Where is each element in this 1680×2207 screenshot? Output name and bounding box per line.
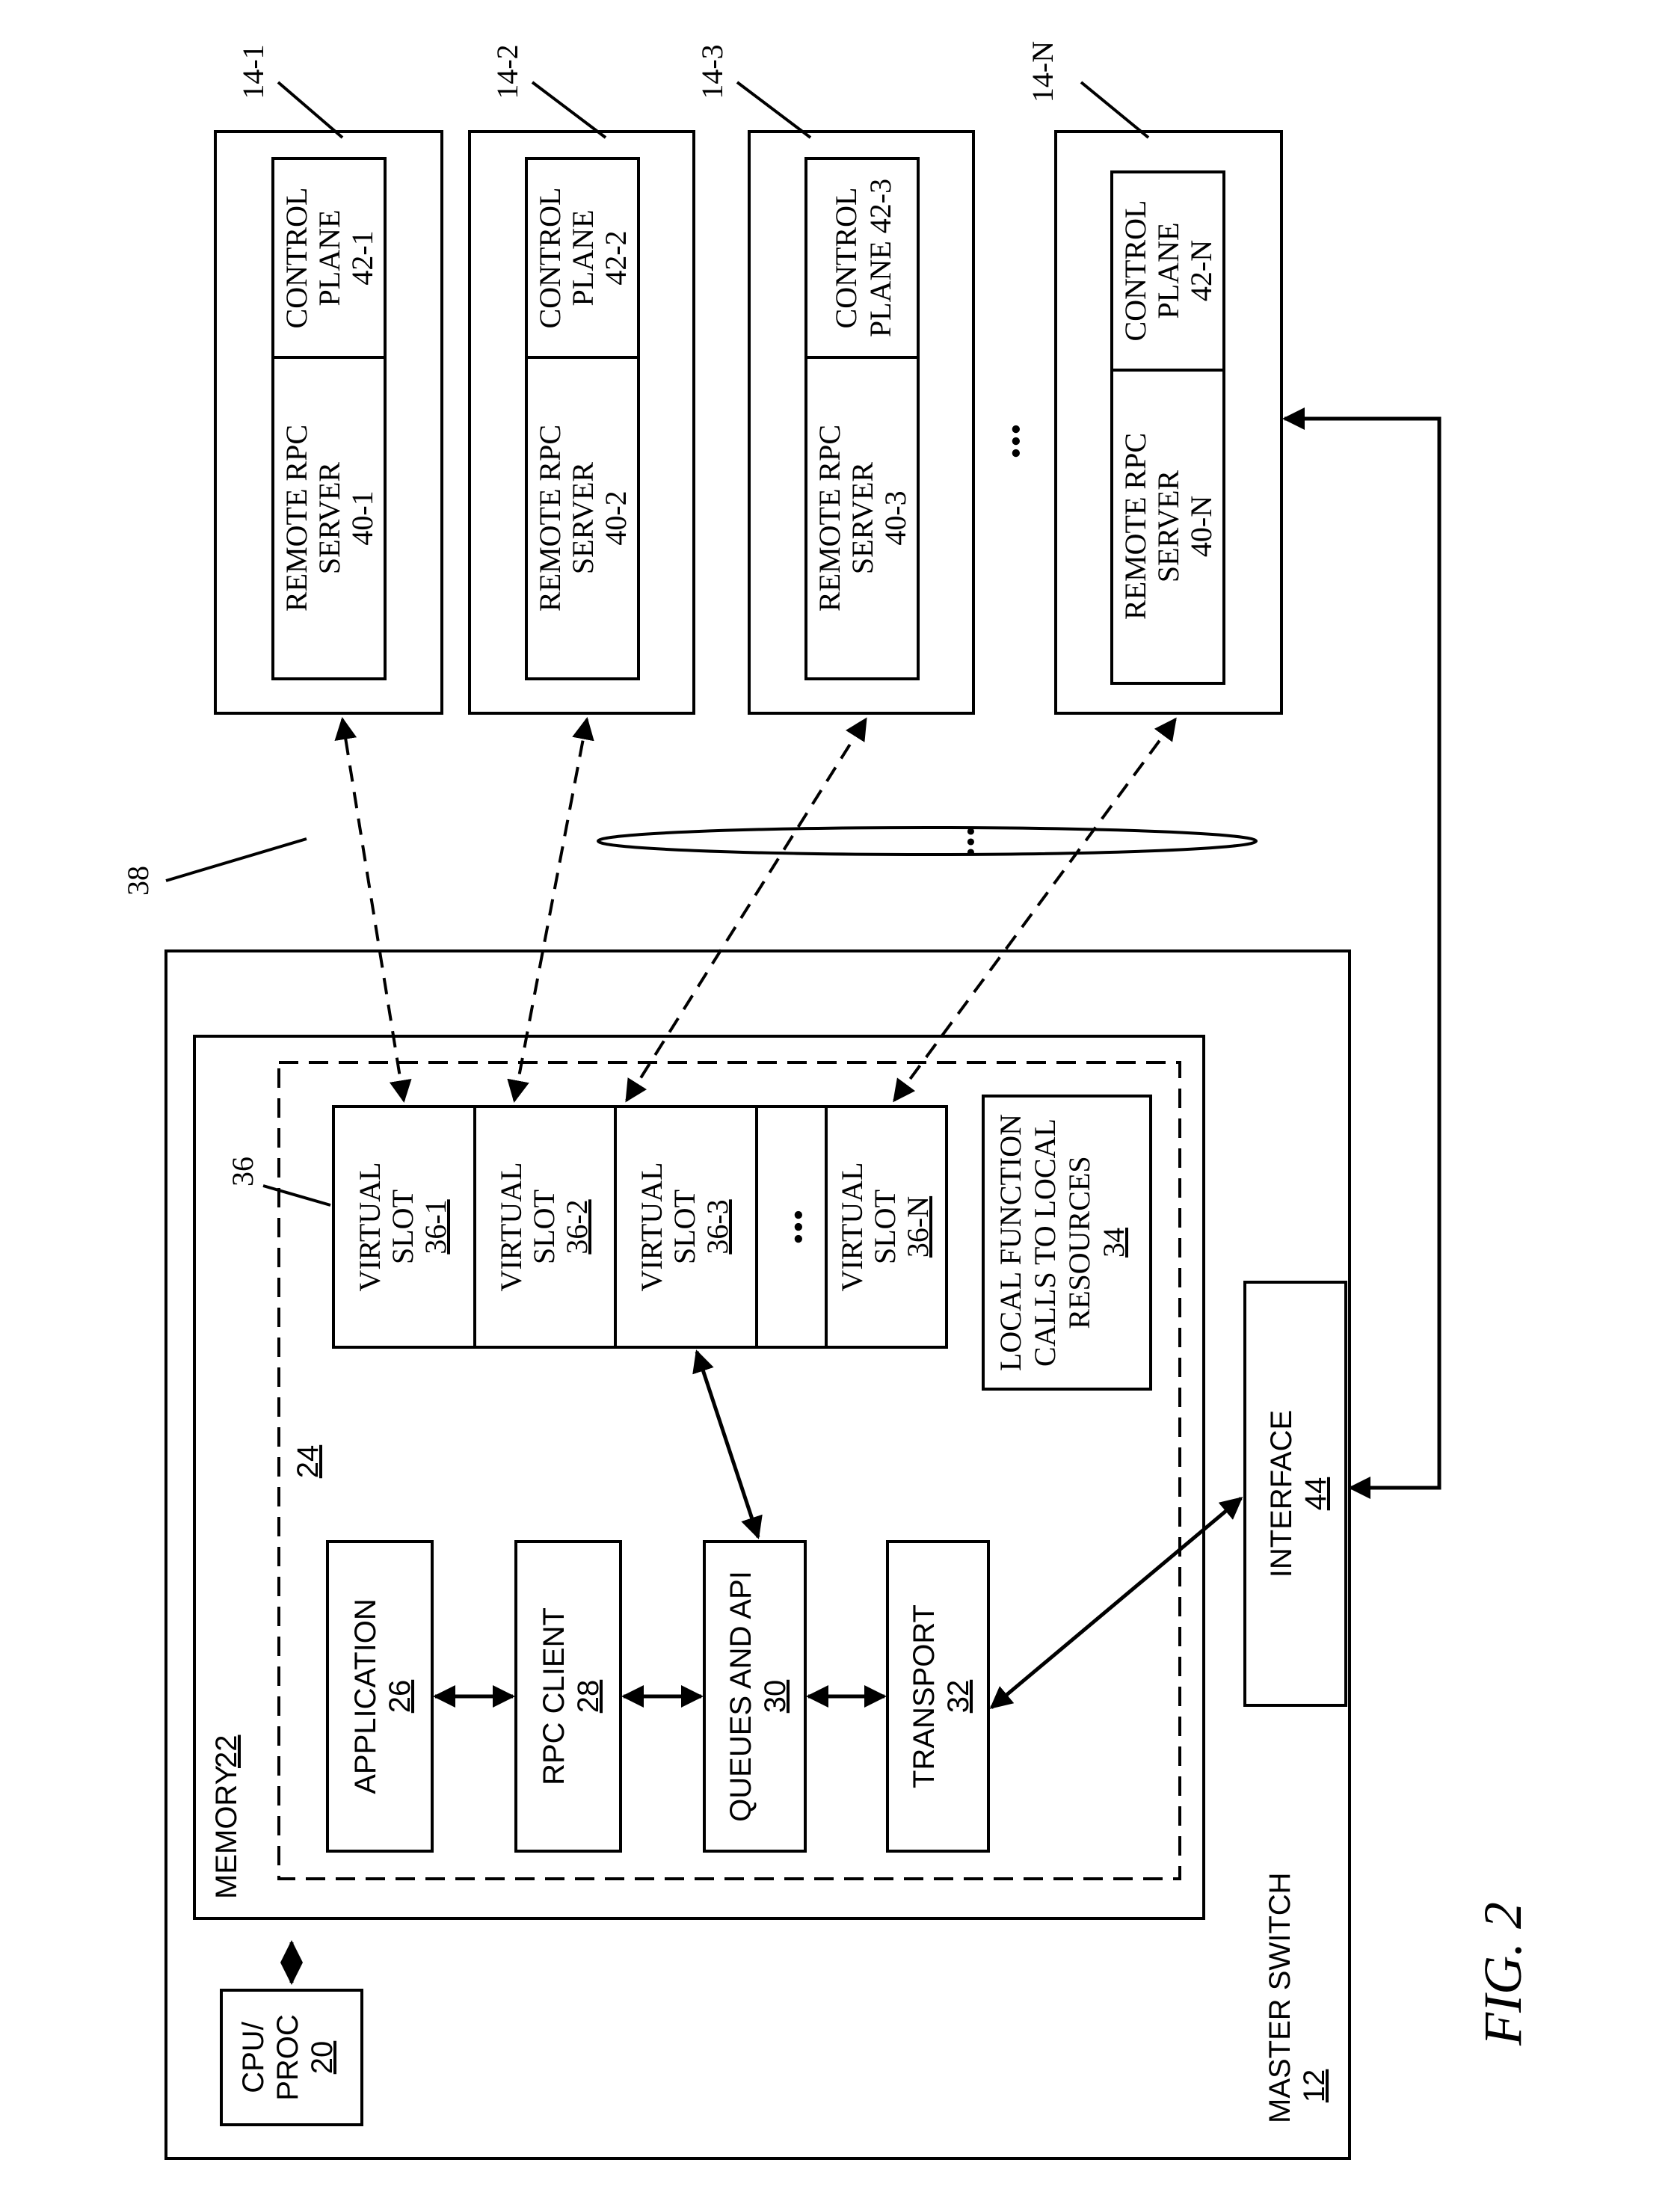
svg-text:LOCAL FUNCTION: LOCAL FUNCTION	[994, 1114, 1027, 1371]
svg-text:PLANE: PLANE	[566, 210, 600, 307]
svg-text:42-2: 42-2	[599, 230, 633, 285]
svg-text:34: 34	[1097, 1228, 1130, 1258]
slave-switches-ellipsis: ...	[976, 423, 1030, 459]
svg-text:SERVER: SERVER	[1151, 470, 1185, 582]
svg-text:SERVER: SERVER	[566, 462, 600, 574]
module-ref: 24	[292, 1445, 324, 1479]
svg-text:PLANE: PLANE	[1151, 223, 1185, 319]
virtual-slots-ref: 36	[226, 1157, 259, 1186]
slave-switch-leader	[1081, 82, 1148, 138]
svg-text:44: 44	[1299, 1477, 1332, 1511]
svg-text:QUEUES AND API: QUEUES AND API	[724, 1571, 757, 1822]
slave-switch-14-1: REMOTE RPC SERVER 40-1 CONTROL PLANE 42-…	[215, 44, 442, 713]
memory-title: MEMORY	[210, 1765, 243, 1899]
slave-switch-leader	[737, 82, 810, 138]
svg-text:PROC: PROC	[271, 2014, 304, 2101]
svg-text:REMOTE RPC: REMOTE RPC	[280, 425, 313, 612]
svg-text:VIRTUAL: VIRTUAL	[635, 1162, 668, 1291]
svg-text:36-2: 36-2	[560, 1199, 594, 1254]
svg-text:36-3: 36-3	[701, 1199, 734, 1254]
svg-text:26: 26	[384, 1680, 416, 1714]
svg-text:SLOT: SLOT	[527, 1189, 561, 1264]
svg-text:42-1: 42-1	[345, 230, 379, 285]
svg-text:...: ...	[937, 826, 983, 858]
svg-text:14-3: 14-3	[695, 44, 729, 99]
virtual-slot-ellipsis: ...	[759, 1209, 812, 1245]
svg-text:VIRTUAL: VIRTUAL	[835, 1162, 869, 1291]
slave-switch-leader	[532, 82, 606, 138]
svg-text:CONTROL: CONTROL	[1119, 200, 1152, 342]
svg-text:24: 24	[292, 1445, 324, 1479]
svg-text:CONTROL: CONTROL	[829, 188, 863, 329]
svg-text:36-N: 36-N	[901, 1196, 935, 1258]
svg-text:14-2: 14-2	[490, 44, 524, 99]
svg-text:40-3: 40-3	[879, 490, 912, 545]
svg-text:CPU/: CPU/	[237, 2021, 270, 2093]
virtual-slots: VIRTUAL SLOT 36-1 VIRTUAL SLOT 36-2 VIRT…	[333, 1106, 947, 1347]
svg-text:MASTER SWITCH: MASTER SWITCH	[1264, 1872, 1296, 2123]
svg-text:...: ...	[759, 1209, 812, 1245]
svg-text:SLOT: SLOT	[386, 1189, 419, 1264]
svg-text:20: 20	[306, 2041, 339, 2075]
svg-text:SERVER: SERVER	[313, 462, 346, 574]
svg-text:14-N: 14-N	[1026, 41, 1059, 102]
svg-text:VIRTUAL: VIRTUAL	[494, 1162, 528, 1291]
slave-switch-14-n: REMOTE RPC SERVER 40-N CONTROL PLANE 42-…	[1026, 41, 1281, 713]
svg-text:INTERFACE: INTERFACE	[1265, 1410, 1298, 1577]
svg-text:VIRTUAL: VIRTUAL	[353, 1162, 387, 1291]
svg-text:RPC CLIENT: RPC CLIENT	[538, 1607, 570, 1785]
svg-text:RESOURCES: RESOURCES	[1062, 1156, 1096, 1329]
svg-text:40-2: 40-2	[599, 490, 633, 545]
svg-text:36: 36	[226, 1157, 259, 1186]
slave-switch-ref: 14-N	[1026, 41, 1059, 102]
svg-text:12: 12	[1298, 2069, 1331, 2103]
memory-label: MEMORY 22	[210, 1735, 243, 1900]
memory-ref: 22	[210, 1735, 243, 1769]
svg-text:SERVER: SERVER	[846, 462, 879, 574]
svg-text:42-N: 42-N	[1184, 240, 1218, 301]
svg-text:PLANE 42-3: PLANE 42-3	[864, 179, 897, 337]
network-ellipsis: ...	[937, 826, 983, 858]
slave-switch-ref: 14-1	[236, 44, 270, 99]
svg-text:APPLICATION: APPLICATION	[349, 1598, 382, 1794]
svg-text:28: 28	[572, 1680, 605, 1714]
slave-switch-ref: 14-3	[695, 44, 729, 99]
svg-text:36-1: 36-1	[419, 1199, 452, 1254]
slave-switch-ref: 14-2	[490, 44, 524, 99]
svg-text:40-N: 40-N	[1184, 496, 1218, 557]
svg-text:TRANSPORT: TRANSPORT	[908, 1604, 941, 1788]
network-leader	[166, 839, 307, 881]
network-38-ellipse	[598, 828, 1256, 855]
svg-text:SLOT: SLOT	[868, 1189, 902, 1264]
svg-text:REMOTE RPC: REMOTE RPC	[1119, 433, 1152, 620]
figure-label: FIG. 2	[1473, 1902, 1533, 2046]
svg-text:32: 32	[942, 1680, 975, 1714]
svg-text:FIG. 2: FIG. 2	[1473, 1902, 1533, 2046]
svg-text:PLANE: PLANE	[313, 210, 346, 307]
svg-text:CONTROL: CONTROL	[280, 188, 313, 329]
control-plane-label: CONTROL PLANE 42-3	[829, 179, 897, 337]
svg-text:REMOTE RPC: REMOTE RPC	[533, 425, 567, 612]
slave-switch-leader	[278, 82, 342, 138]
svg-text:30: 30	[759, 1680, 792, 1714]
svg-text:40-1: 40-1	[345, 490, 379, 545]
svg-text:...: ...	[976, 423, 1030, 459]
network-ref: 38	[121, 866, 155, 896]
svg-text:CONTROL: CONTROL	[533, 188, 567, 329]
slave-switch-14-3: REMOTE RPC SERVER 40-3 CONTROL PLANE 42-…	[695, 44, 973, 713]
svg-text:14-1: 14-1	[236, 44, 270, 99]
svg-text:SLOT: SLOT	[668, 1189, 701, 1264]
slave-switch-14-2: REMOTE RPC SERVER 40-2 CONTROL PLANE 42-…	[470, 44, 694, 713]
svg-text:38: 38	[121, 866, 155, 896]
svg-text:REMOTE RPC: REMOTE RPC	[813, 425, 846, 612]
svg-text:CALLS TO LOCAL: CALLS TO LOCAL	[1028, 1118, 1062, 1367]
